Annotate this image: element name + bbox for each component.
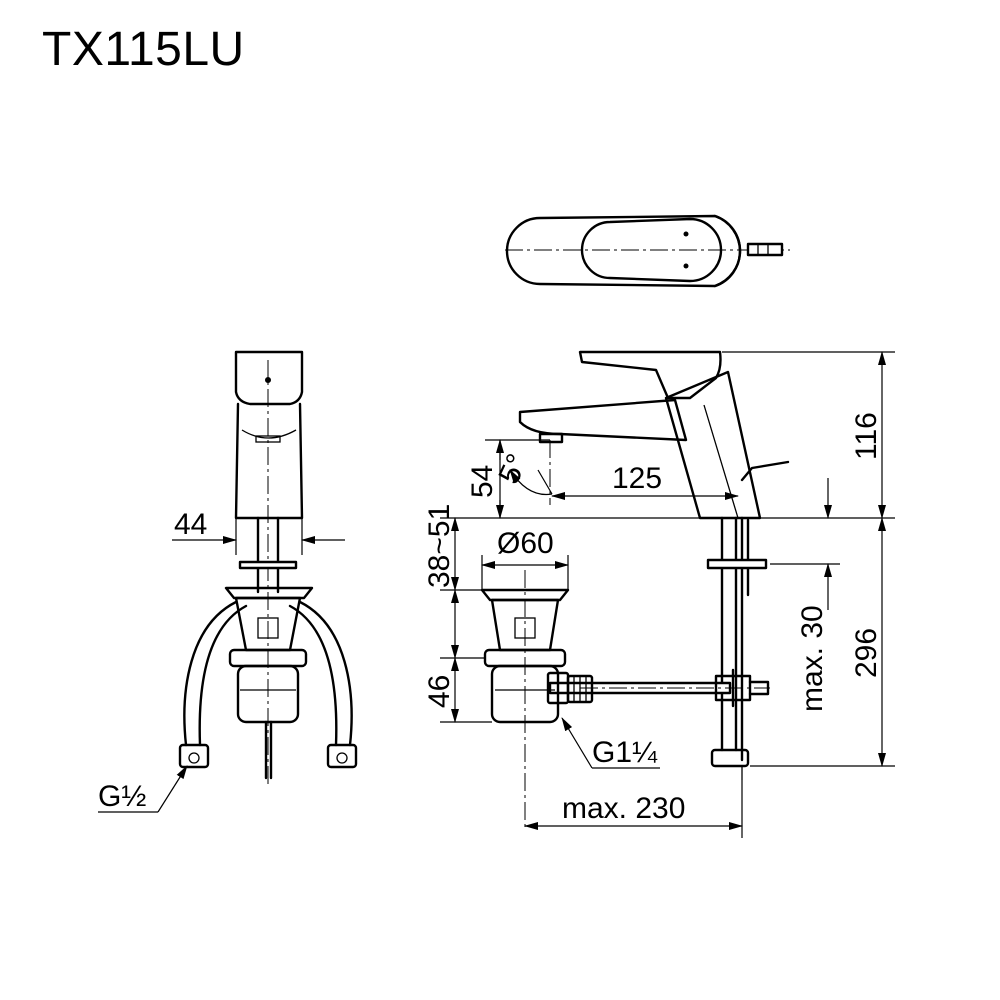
label-below-deck: 296 — [850, 628, 883, 678]
label-deck-range: 38~51 — [423, 504, 456, 588]
label-pop-up-reach: max. 230 — [562, 792, 685, 825]
label-lever-travel: max. 30 — [796, 605, 829, 712]
label-spout-reach: 125 — [612, 462, 662, 495]
front-view — [98, 350, 358, 813]
label-total-height: 116 — [850, 412, 883, 460]
label-hose-thread: G½ — [98, 780, 146, 813]
label-waste-diameter: Ø60 — [497, 527, 554, 560]
label-width-44: 44 — [174, 508, 207, 541]
top-view — [505, 214, 790, 288]
label-waste-height: 46 — [423, 675, 456, 708]
model-title: TX115LU — [42, 23, 245, 76]
label-spout-height: 54 — [466, 465, 499, 498]
label-waste-thread: G1¼ — [592, 736, 658, 769]
side-view — [440, 350, 895, 838]
